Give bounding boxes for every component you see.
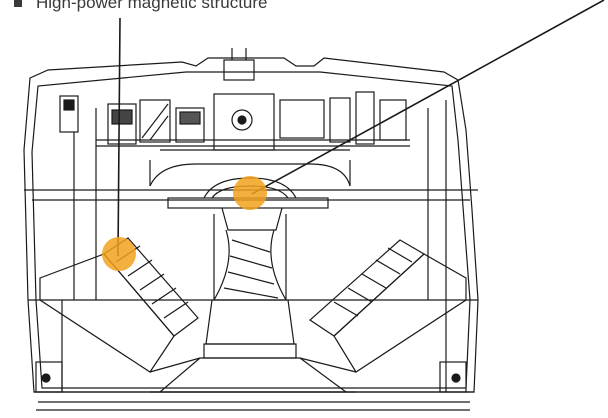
housing-outline — [23, 57, 479, 411]
highlight-marker-center — [233, 176, 267, 210]
caption: High-power magnetic structure — [14, 0, 267, 16]
right-connector — [439, 361, 467, 393]
left-connector — [35, 361, 63, 393]
caption-text: High-power magnetic structure — [36, 0, 268, 12]
right-magnet-block — [309, 239, 467, 373]
callout-leader-center — [251, 0, 605, 195]
bottom-base — [149, 357, 357, 393]
callout-leader-left — [117, 17, 121, 257]
top-mechanism — [59, 48, 410, 187]
bullet-icon — [14, 0, 22, 7]
highlight-marker-left — [102, 237, 136, 271]
